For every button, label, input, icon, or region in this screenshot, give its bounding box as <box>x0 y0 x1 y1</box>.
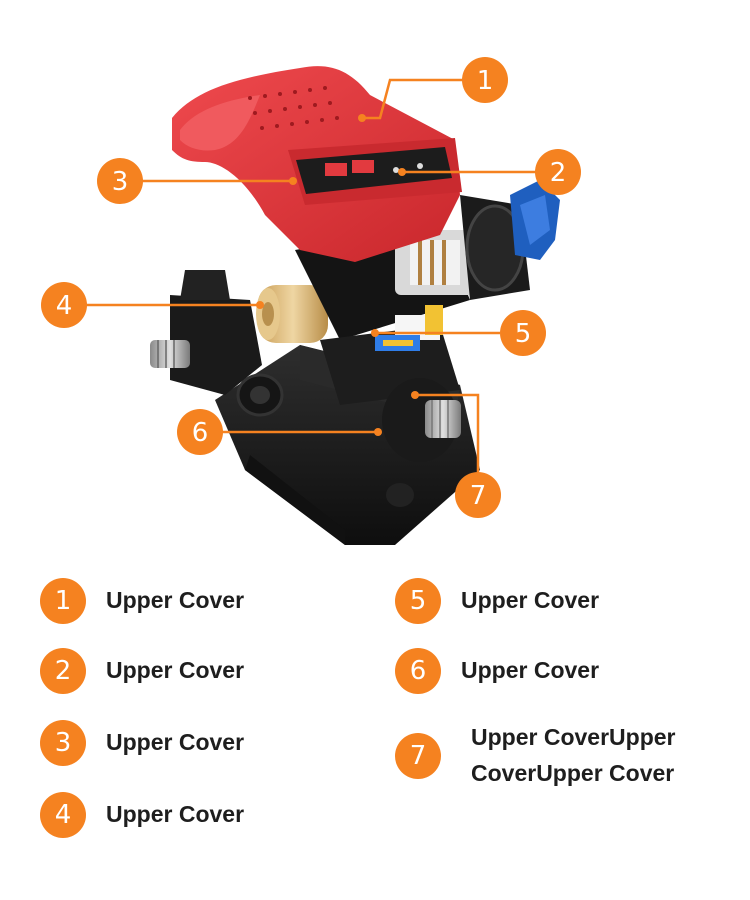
legend-label-3: Upper Cover <box>106 729 245 756</box>
legend-item-4: 4 Upper Cover <box>40 792 244 838</box>
left-inlet <box>150 270 262 395</box>
legend-label-4: Upper Cover <box>106 801 245 828</box>
leader-line-7 <box>415 393 480 478</box>
pump-diagram: 1 2 3 4 5 6 7 <box>41 57 581 545</box>
badge-number-5: 5 <box>515 319 532 349</box>
callout-badge-5: 5 <box>500 310 546 356</box>
badge-number-3: 3 <box>112 167 129 197</box>
callout-badge-7: 7 <box>455 472 501 518</box>
callout-badge-2: 2 <box>535 149 581 195</box>
callout-badge-1: 1 <box>462 57 508 103</box>
legend-number-5: 5 <box>395 578 441 624</box>
legend-item-2: 2 Upper Cover <box>40 648 244 694</box>
legend-item-5: 5 Upper Cover <box>395 578 599 624</box>
blue-fan-cap <box>510 180 560 260</box>
legend-item-7: 7 Upper CoverUpper CoverUpper Cover <box>395 720 721 791</box>
legend-number-3: 3 <box>40 720 86 766</box>
legend-label-7: Upper CoverUpper CoverUpper Cover <box>471 724 676 786</box>
legend-item-1: 1 Upper Cover <box>40 578 244 624</box>
badge-number-7: 7 <box>470 481 487 511</box>
legend-number-1: 1 <box>40 578 86 624</box>
legend-item-3: 3 Upper Cover <box>40 720 244 766</box>
callout-lines <box>85 78 540 478</box>
leader-line-1 <box>362 78 468 120</box>
callout-badge-3: 3 <box>97 158 143 204</box>
legend-label-6: Upper Cover <box>461 657 600 684</box>
legend-number-2: 2 <box>40 648 86 694</box>
right-outlet <box>382 378 461 462</box>
badge-number-4: 4 <box>56 291 73 321</box>
legend-label-2: Upper Cover <box>106 657 245 684</box>
legend-number-7: 7 <box>395 732 441 779</box>
badge-number-2: 2 <box>550 158 567 188</box>
filter-cartridge <box>256 285 328 343</box>
product-exploded-view: 1 2 3 4 5 6 7 <box>41 57 581 545</box>
legend-number-6: 6 <box>395 648 441 694</box>
callout-dots <box>256 114 419 436</box>
legend-label-1: Upper Cover <box>106 587 245 614</box>
legend-number-4: 4 <box>40 792 86 838</box>
legend-item-6: 6 Upper Cover <box>395 648 599 694</box>
badge-number-1: 1 <box>477 66 494 96</box>
badge-number-6: 6 <box>192 418 209 448</box>
red-upper-cover <box>172 66 462 262</box>
callout-badge-4: 4 <box>41 282 87 328</box>
legend-label-5: Upper Cover <box>461 587 600 614</box>
callout-badge-6: 6 <box>177 409 223 455</box>
